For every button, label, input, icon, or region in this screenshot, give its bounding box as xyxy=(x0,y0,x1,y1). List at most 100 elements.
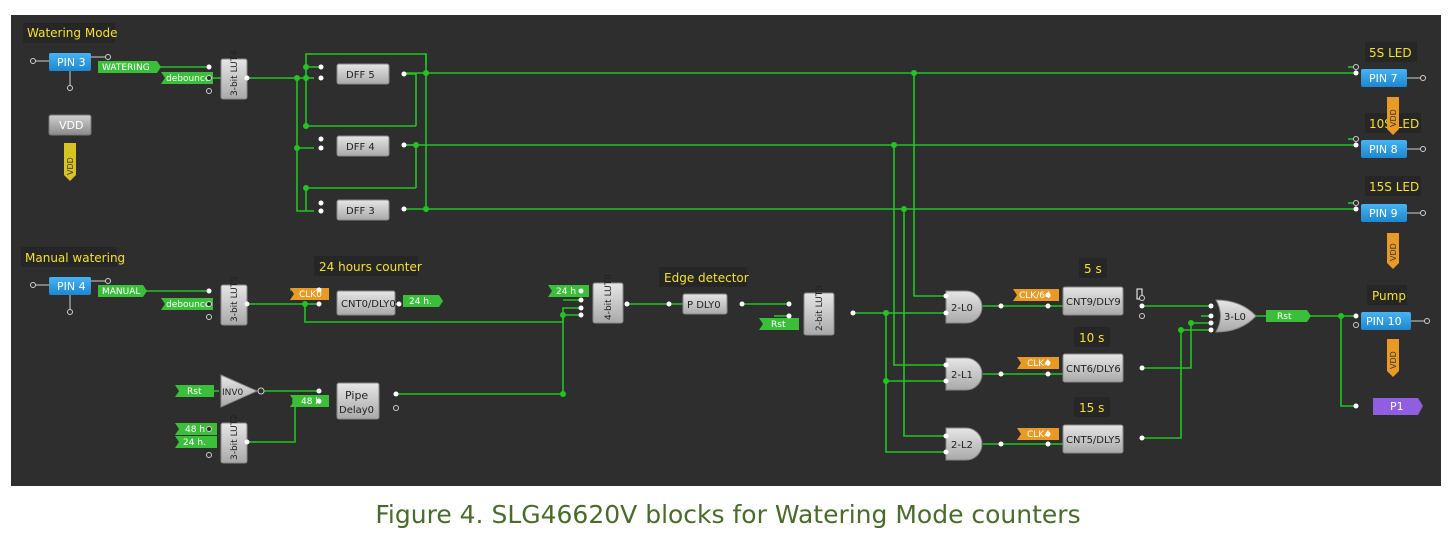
svg-text:P1: P1 xyxy=(1390,400,1404,413)
svg-text:MANUAL: MANUAL xyxy=(102,287,140,297)
pin-10-label: PIN 10 xyxy=(1366,315,1402,328)
cnt6-block[interactable]: CNT6/DLY6 xyxy=(1062,353,1124,383)
svg-text:CLK0: CLK0 xyxy=(299,290,322,300)
label-10s: 10 s xyxy=(1079,331,1104,345)
tag-24h-out: 24 h. xyxy=(403,295,443,307)
tag-rst-inv: Rst xyxy=(175,385,214,397)
svg-text:debounce: debounce xyxy=(166,300,211,310)
dff3-label: DFF 3 xyxy=(346,206,375,217)
signal-tags: WATERING debounce MANUAL debounce CLK0 2… xyxy=(98,61,1423,448)
lut3-label: 2-bit LUT3 xyxy=(815,285,825,331)
svg-text:48 h: 48 h xyxy=(185,425,205,435)
tag-24h-in: 24 h xyxy=(548,285,589,297)
or-3l0-label: 3-L0 xyxy=(1224,312,1246,323)
and-gate-l1[interactable]: 2-L1 xyxy=(945,357,983,391)
figure-caption: Figure 4. SLG46620V blocks for Watering … xyxy=(375,500,1081,529)
label-pump: Pump xyxy=(1372,289,1406,303)
inv0-block[interactable]: INV0 xyxy=(220,374,265,408)
svg-text:CLK4: CLK4 xyxy=(1027,430,1050,440)
label-5s-led: 5S LED xyxy=(1369,46,1412,60)
pin-9-label: PIN 9 xyxy=(1369,207,1398,220)
label-15s: 15 s xyxy=(1079,401,1104,415)
and-l2-label: 2-L2 xyxy=(951,440,973,451)
cnt9-block[interactable]: CNT9/DLY9 xyxy=(1062,286,1124,316)
cnt5-label: CNT5/DLY5 xyxy=(1066,435,1121,446)
junctions xyxy=(292,64,1344,404)
svg-text:debounce: debounce xyxy=(166,74,211,84)
pin-blocks: PIN 3 PIN 4 PIN 7 PIN 8 PIN 9 PIN 10 xyxy=(49,53,1411,330)
svg-text:Rst: Rst xyxy=(187,387,202,397)
dff4-block[interactable]: DFF 4 xyxy=(336,135,390,157)
lut2-label: 3-bit LUT2 xyxy=(230,414,240,460)
svg-text:Rst: Rst xyxy=(771,320,786,330)
lut5-block[interactable]: 3-bit LUT5 xyxy=(220,276,248,326)
pipe-label-1: Pipe xyxy=(345,389,368,402)
lut3-block[interactable]: 2-bit LUT3 xyxy=(803,285,835,336)
label-5s: 5 s xyxy=(1084,262,1102,276)
label-24-hours-counter: 24 hours counter xyxy=(319,260,422,274)
pin-9[interactable]: PIN 9 xyxy=(1361,204,1407,222)
tag-manual: MANUAL xyxy=(98,285,147,297)
vdd-block-label: VDD xyxy=(59,119,83,132)
port-dots xyxy=(206,64,1359,458)
svg-text:CLK4: CLK4 xyxy=(1027,359,1050,369)
dff5-label: DFF 5 xyxy=(346,70,375,81)
dff3-block[interactable]: DFF 3 xyxy=(336,199,390,221)
or-gate-3l0[interactable]: 3-L0 xyxy=(1215,299,1257,333)
tag-48h-lut2: 48 h xyxy=(175,423,217,435)
cnt5-block[interactable]: CNT5/DLY5 xyxy=(1062,424,1124,454)
pdly0-label: P DLY0 xyxy=(687,300,721,311)
vdd-block[interactable]: VDD VDD xyxy=(48,114,92,181)
lut2-block[interactable]: 3-bit LUT2 xyxy=(220,414,248,464)
svg-text:24 h.: 24 h. xyxy=(183,438,206,448)
pin-7[interactable]: PIN 7 xyxy=(1361,69,1407,87)
pin-4[interactable]: PIN 4 xyxy=(49,277,91,295)
pin-3[interactable]: PIN 3 xyxy=(49,53,91,71)
vdd-tag-pin10: VDD xyxy=(1389,351,1398,369)
port-p1[interactable]: P1 xyxy=(1373,398,1423,415)
lut0-block[interactable]: 4-bit LUT0 xyxy=(592,274,624,324)
and-l1-label: 2-L1 xyxy=(951,370,973,381)
label-watering-mode: Watering Mode xyxy=(27,26,118,40)
tag-watering: WATERING xyxy=(98,61,161,73)
svg-text:WATERING: WATERING xyxy=(102,63,150,73)
tag-clk64: CLK/64 xyxy=(1013,289,1059,301)
label-edge-detector: Edge detector xyxy=(664,271,749,285)
tag-48h-pipe: 48 h xyxy=(290,395,329,407)
pin-8-label: PIN 8 xyxy=(1369,143,1398,156)
tag-rst-out: Rst xyxy=(1266,310,1311,322)
lut0-label: 4-bit LUT0 xyxy=(604,274,614,320)
tag-debounce-2: debounce xyxy=(161,298,213,310)
cnt0-block[interactable]: CNT0/DLY0 xyxy=(336,290,396,316)
and-gate-l2[interactable]: 2-L2 xyxy=(945,427,983,461)
dff4-label: DFF 4 xyxy=(346,142,375,153)
label-manual-watering: Manual watering xyxy=(25,251,125,265)
vdd-tag-pin7: VDD xyxy=(1389,109,1398,127)
tag-clk4-1: CLK4 xyxy=(1017,357,1059,369)
lut4-block[interactable]: 3-bit LUT4 xyxy=(220,50,248,100)
and-l0-label: 2-L0 xyxy=(951,303,973,314)
lut4-label: 3-bit LUT4 xyxy=(230,50,240,96)
logic-blocks: 3-bit LUT4 3-bit LUT5 3-bit LUT2 4-bit L… xyxy=(220,50,1257,464)
pipe-label-2: Delay0 xyxy=(339,405,374,416)
svg-text:24 h: 24 h xyxy=(556,287,576,297)
svg-text:CLK/64: CLK/64 xyxy=(1019,291,1051,301)
dff5-block[interactable]: DFF 5 xyxy=(336,63,390,85)
wires xyxy=(98,53,1356,453)
pipe-delay0-block[interactable]: Pipe Delay0 xyxy=(336,382,380,420)
tag-rst-lut3: Rst xyxy=(759,318,799,330)
tag-debounce-1: debounce xyxy=(161,72,213,84)
inv0-label: INV0 xyxy=(222,388,244,398)
cnt0-label: CNT0/DLY0 xyxy=(341,299,396,310)
pin-10[interactable]: PIN 10 xyxy=(1361,312,1411,330)
svg-text:24 h.: 24 h. xyxy=(409,297,432,307)
vdd-tag-left: VDD xyxy=(66,157,75,175)
schematic-canvas: Watering Mode Manual watering 24 hours c… xyxy=(11,15,1441,486)
pin-7-label: PIN 7 xyxy=(1369,72,1398,85)
svg-text:48 h: 48 h xyxy=(301,397,321,407)
pin-8[interactable]: PIN 8 xyxy=(1361,140,1407,158)
tag-clk0: CLK0 xyxy=(290,288,329,300)
pin-terminals xyxy=(30,54,1430,328)
pdly0-block[interactable]: P DLY0 xyxy=(682,293,728,315)
and-gate-l0[interactable]: 2-L0 xyxy=(945,290,983,324)
